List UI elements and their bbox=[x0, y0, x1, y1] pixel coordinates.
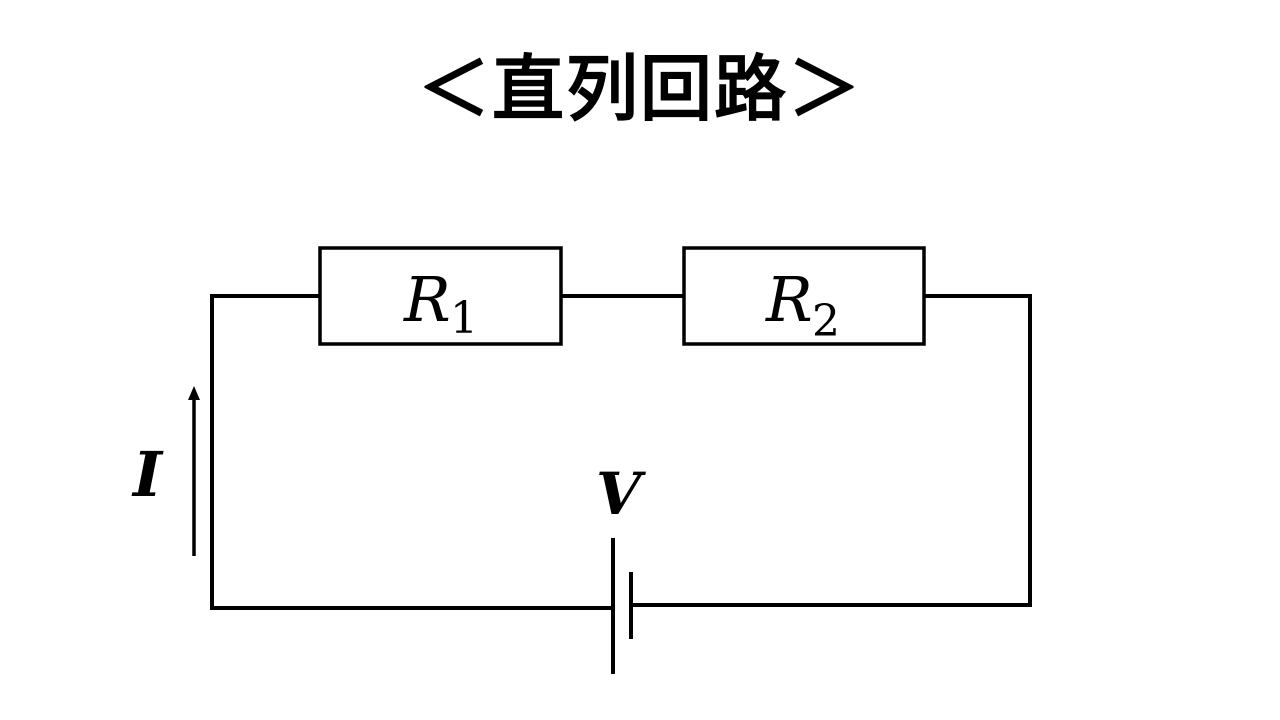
voltage-label: V bbox=[596, 460, 646, 528]
arrow-up-icon bbox=[188, 386, 200, 400]
battery bbox=[611, 538, 633, 674]
current-label: I bbox=[131, 438, 164, 511]
resistor-r2-subscript: 2 bbox=[812, 296, 840, 347]
resistor-r2-box bbox=[682, 246, 926, 346]
resistor-r1-subscript: 1 bbox=[450, 293, 478, 344]
wire-right bbox=[630, 294, 1032, 607]
resistor-r1-box bbox=[318, 246, 563, 346]
resistor-r1: R 1 bbox=[318, 246, 563, 346]
current-arrow bbox=[188, 386, 200, 556]
resistor-r2: R 2 bbox=[682, 246, 926, 347]
wire-left bbox=[210, 294, 615, 610]
diagram-title: ＜直列回路＞ bbox=[417, 47, 862, 131]
resistor-r1-symbol: R bbox=[403, 263, 451, 336]
resistor-r2-symbol: R bbox=[765, 263, 813, 336]
